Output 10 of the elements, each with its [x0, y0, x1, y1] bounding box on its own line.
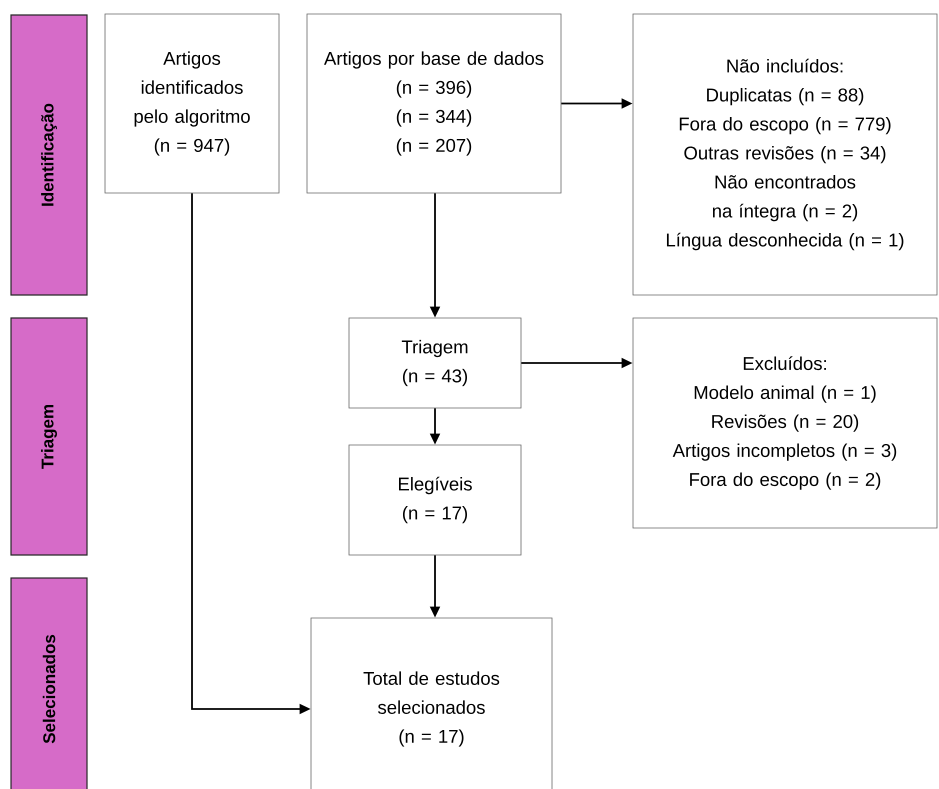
process-box: Não incluídos: Duplicatas (n = 88) Fora do escopo (n = 779) Outras revisões (n = 34) Não encontrados na íntegra (n = 2) Língua desconhecida (n = 1)	[632, 14, 938, 296]
process-box: Artigos por base de dados (n = 396) (n = 344) (n = 207)	[306, 14, 562, 194]
process-box: Elegíveis (n = 17)	[348, 444, 522, 556]
stage-band: Selecionados	[10, 577, 88, 789]
stage-band: Identificação	[10, 14, 88, 296]
process-box: Triagem (n = 43)	[348, 318, 522, 408]
process-box: Total de estudos selecionados (n = 17)	[310, 618, 552, 789]
process-box: Excluídos: Modelo animal (n = 1) Revisões (n = 20) Artigos incompletos (n = 3) Fora do escopo (n = 2)	[632, 318, 938, 528]
process-box: Artigos identificados pelo algoritmo (n = 947)	[104, 14, 280, 194]
stage-band: Triagem	[10, 317, 88, 556]
